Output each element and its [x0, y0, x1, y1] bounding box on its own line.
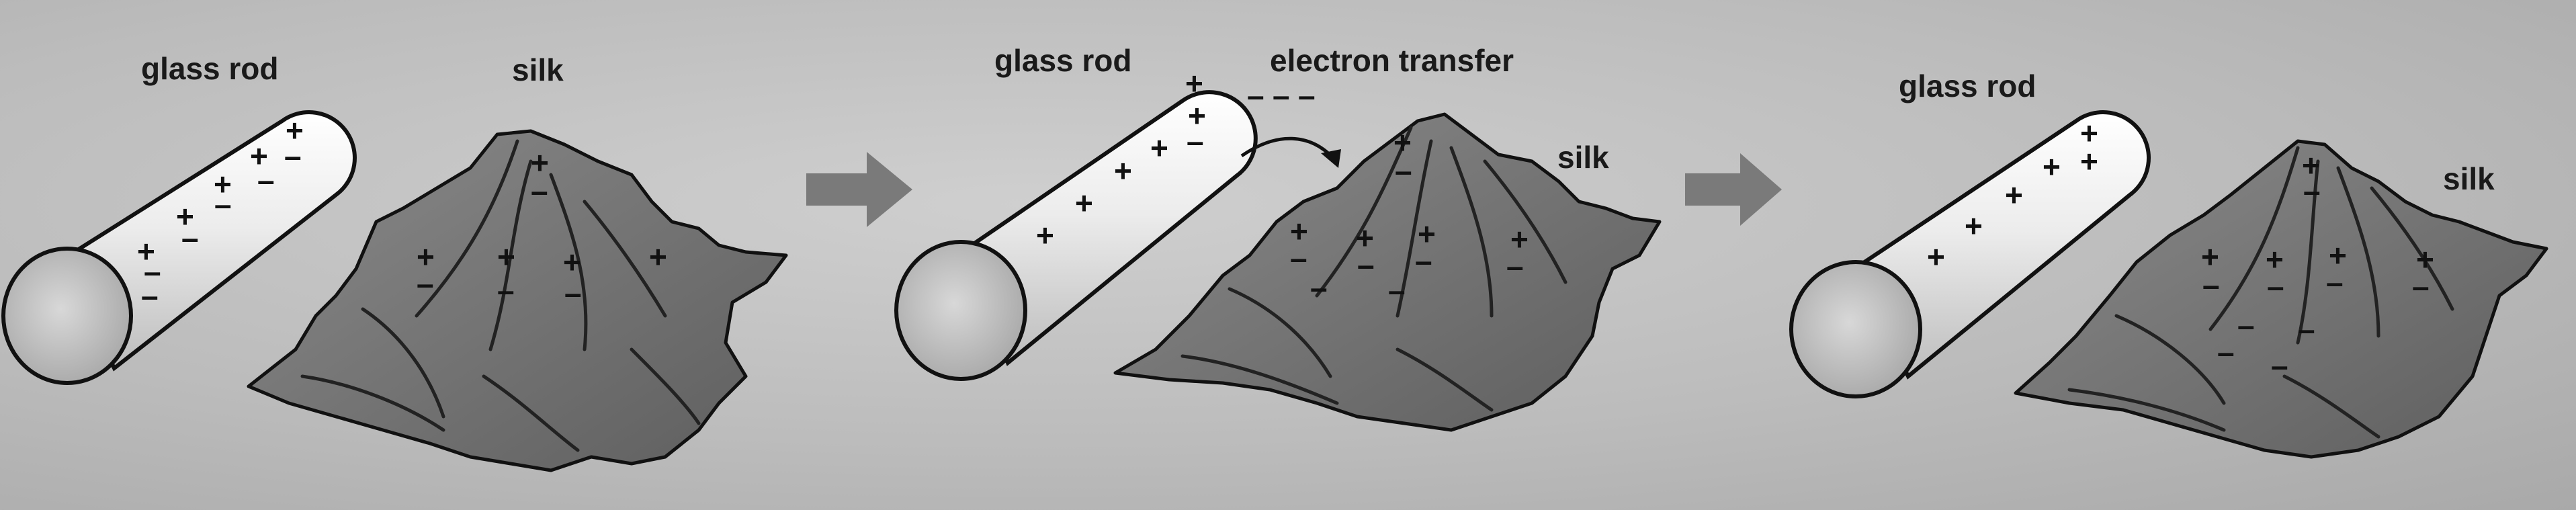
rod-plus-sign: +: [1185, 66, 1203, 101]
rod-label: glass rod: [1899, 69, 2036, 103]
silk-plus-sign: +: [2266, 242, 2284, 277]
silk-minus-sign: –: [531, 173, 548, 208]
rod-plus-sign: +: [214, 167, 232, 202]
transferred-electrons: – – –: [1247, 78, 1316, 113]
silk-charges: + – + – + – + – +: [417, 145, 667, 310]
rod-plus-sign: +: [1188, 98, 1206, 133]
silk-minus-sign: –: [564, 275, 582, 310]
rod-plus-sign: +: [137, 234, 155, 269]
rod-charges: + – + – + – + – + – –: [137, 113, 304, 313]
silk-label: silk: [1557, 140, 1609, 175]
rod-minus-sign: –: [257, 163, 275, 198]
rod-plus-sign: +: [1114, 153, 1132, 188]
silk-minus-sign: –: [2412, 269, 2430, 304]
rod-plus-sign: +: [1075, 185, 1093, 220]
rod-plus-sign: +: [1150, 130, 1168, 165]
silk-plus-sign: +: [2416, 242, 2434, 277]
silk-minus-sign: –: [2303, 173, 2321, 208]
silk-plus-sign: +: [1510, 222, 1529, 257]
silk-plus-sign: +: [1356, 220, 1374, 255]
glass-rod: [1, 110, 357, 385]
step-arrow-icon: [806, 152, 912, 227]
rod-label: glass rod: [994, 43, 1132, 78]
silk-plus-sign: +: [531, 145, 549, 180]
silk-minus-sign: –: [2202, 267, 2220, 302]
silk-minus-sign: –: [2237, 308, 2255, 343]
silk-plus-sign: +: [2329, 238, 2347, 273]
silk-minus-sign: –: [2217, 335, 2235, 370]
panel-2: – – – glass rod electron transfer silk +…: [894, 43, 1662, 432]
silk-minus-sign: –: [1506, 249, 1524, 284]
rod-minus-sign: –: [214, 187, 232, 222]
rod-plus-sign: +: [286, 113, 304, 148]
silk-cloth: [2014, 139, 2548, 459]
silk-minus-sign: –: [1388, 273, 1406, 308]
silk-minus-sign: –: [417, 266, 434, 301]
silk-plus-sign: +: [1418, 216, 1436, 251]
rod-plus-sign: +: [250, 138, 268, 173]
rod-minus-sign: –: [284, 138, 302, 173]
rod-plus-sign: +: [176, 199, 194, 234]
rod-plus-sign: +: [2043, 149, 2061, 184]
rod-minus-sign: –: [1187, 124, 1204, 159]
rod-label: glass rod: [141, 51, 279, 86]
rod-plus-sign: +: [1927, 239, 1945, 274]
silk-minus-sign: –: [1395, 153, 1412, 188]
silk-minus-sign: –: [1415, 243, 1432, 278]
silk-label: silk: [2443, 161, 2495, 196]
silk-plus-sign: +: [649, 239, 667, 274]
silk-minus-sign: –: [1310, 270, 1328, 305]
glass-rod: [894, 90, 1258, 381]
rod-plus-sign: +: [2005, 177, 2023, 212]
annotation-label: electron transfer: [1270, 43, 1514, 78]
rod-minus-sign: –: [144, 254, 161, 289]
silk-plus-sign: +: [1290, 214, 1308, 249]
electron-transfer-arrow: [1240, 136, 1341, 168]
rod-charges: + – + + + + +: [1036, 66, 1206, 253]
glass-rod: [1789, 110, 2151, 398]
rod-minus-sign: –: [181, 220, 199, 255]
electron-minus-sign: –: [1247, 78, 1264, 113]
silk-cloth: [247, 129, 788, 472]
panel-1: glass rod silk + – + – + – + – + – – + –…: [1, 51, 788, 472]
silk-minus-sign: –: [2271, 348, 2288, 383]
rod-minus-sign: –: [141, 278, 159, 313]
rod-plus-sign: +: [2080, 116, 2098, 151]
silk-minus-sign: –: [1357, 247, 1375, 282]
silk-charges: + – + – + – + – + – – –: [1290, 125, 1529, 308]
silk-minus-sign: –: [2267, 269, 2284, 304]
electron-minus-sign: –: [1273, 78, 1290, 113]
rod-plus-sign: +: [1036, 218, 1054, 253]
silk-plus-sign: +: [2302, 148, 2320, 183]
silk-cloth: [1113, 112, 1662, 432]
silk-plus-sign: +: [1393, 125, 1412, 160]
panel-3: glass rod silk + + + + + + + – + – + – +…: [1789, 69, 2548, 459]
silk-plus-sign: +: [563, 245, 581, 280]
silk-minus-sign: –: [2298, 312, 2315, 347]
silk-minus-sign: –: [497, 273, 515, 308]
rod-plus-sign: +: [1965, 208, 1983, 243]
silk-plus-sign: +: [417, 239, 435, 274]
silk-charges: + – + – + – + – + – – – – –: [2201, 148, 2434, 383]
electron-minus-sign: –: [1298, 78, 1316, 113]
rod-plus-sign: +: [2080, 144, 2098, 179]
rod-charges: + + + + + +: [1927, 116, 2098, 274]
silk-label: silk: [512, 52, 564, 87]
step-arrow-icon: [1685, 153, 1782, 226]
silk-minus-sign: –: [2326, 265, 2344, 300]
silk-plus-sign: +: [2201, 239, 2219, 274]
silk-plus-sign: +: [497, 239, 515, 274]
silk-minus-sign: –: [1290, 241, 1307, 275]
